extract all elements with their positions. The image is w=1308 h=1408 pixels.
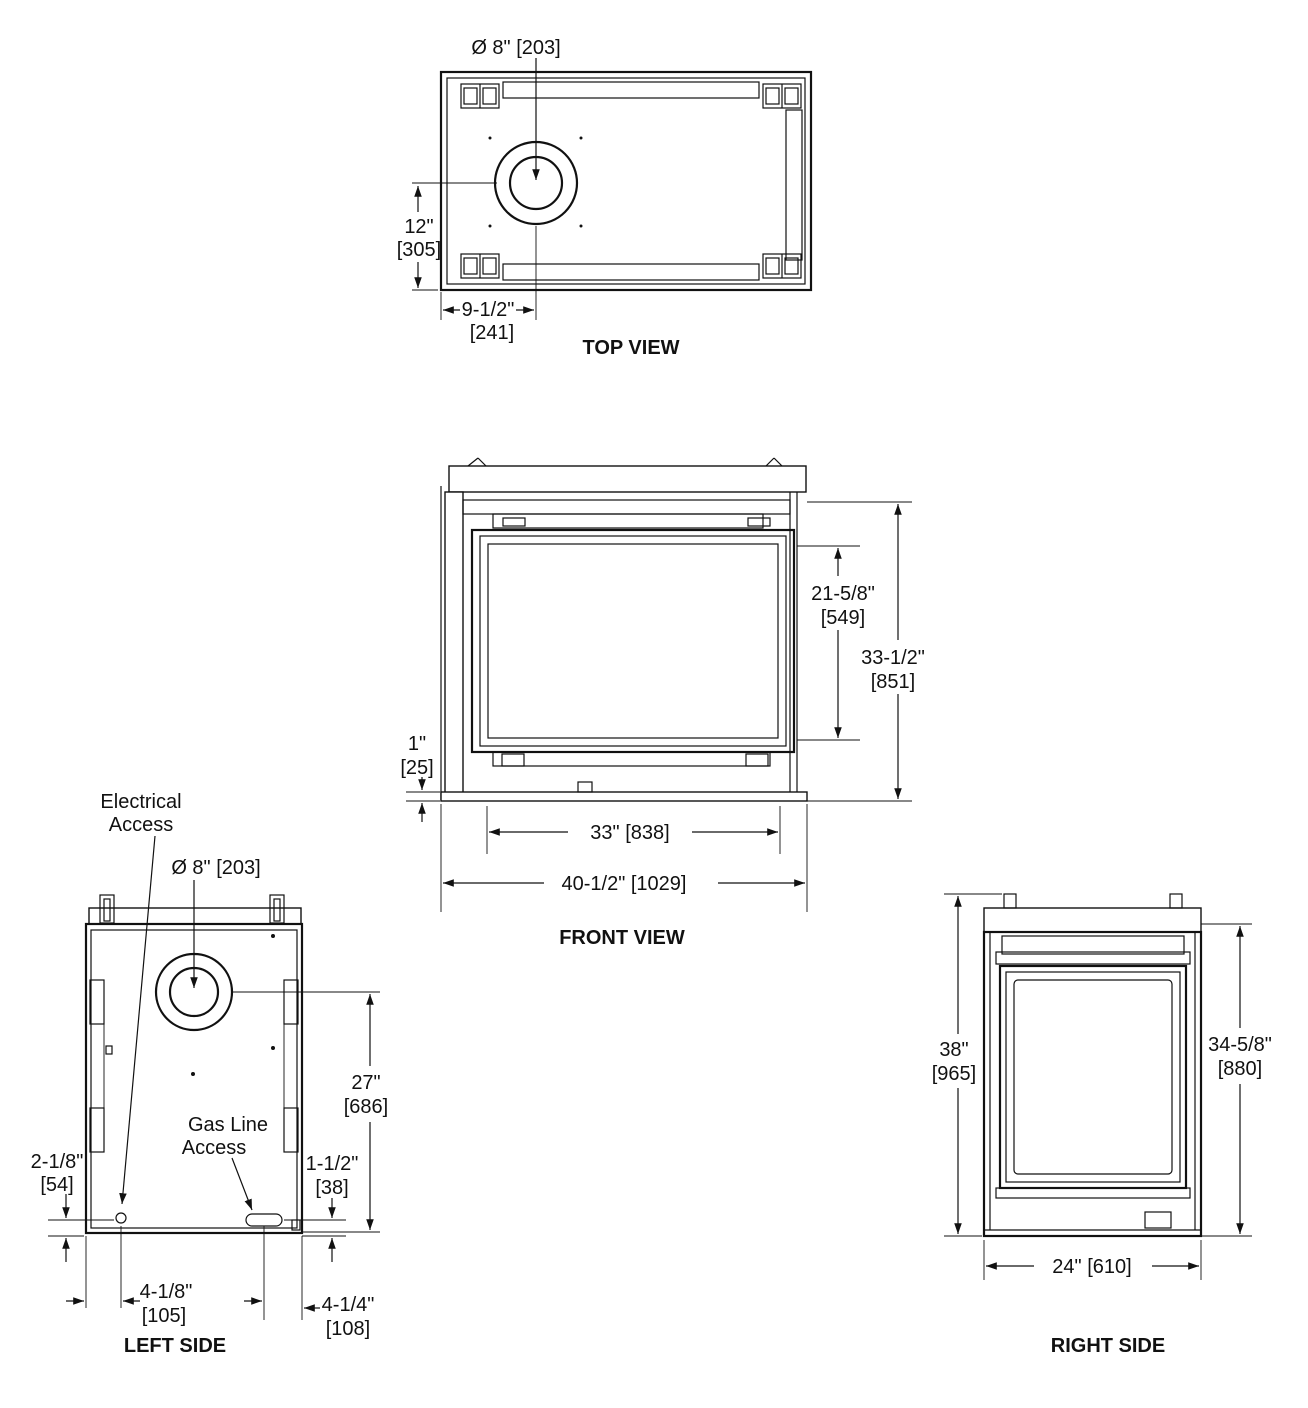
front-view-overall-height-in: 33-1/2" (861, 647, 925, 669)
top-view-inner-frame (446, 77, 806, 285)
right-side-title: RIGHT SIDE (1051, 1335, 1165, 1357)
left-side-gas-height-mm: [38] (315, 1177, 348, 1199)
front-view-base-mm: [25] (400, 757, 433, 779)
top-view-rail-top (502, 81, 760, 99)
left-side-electrical-label-2: Access (109, 814, 173, 836)
right-side-width: 24" [610] (1052, 1256, 1131, 1278)
top-view-screw-dots (488, 136, 583, 228)
front-view-glass (487, 543, 779, 739)
top-view-flue-diameter: Ø 8" [203] (471, 37, 560, 59)
left-side-title: LEFT SIDE (124, 1335, 226, 1357)
front-view-glass-frame (470, 528, 796, 754)
top-view-brackets (460, 83, 802, 279)
left-side-top-cap (88, 907, 302, 925)
front-view: 21-5/8" [549] 33-1/2" [851] 1" [25] 33" … (400, 457, 925, 949)
front-view-opening-height-in: 21-5/8" (811, 583, 875, 605)
left-side-flue-height-in: 27" (351, 1072, 380, 1094)
left-side-electrical-label-1: Electrical (100, 791, 181, 813)
top-view-depth-mm: [305] (397, 239, 441, 261)
left-side-gas-height-in: 1-1/2" (306, 1153, 359, 1175)
front-view-header (462, 499, 791, 515)
right-side-opening-height-mm: [880] (1218, 1058, 1262, 1080)
top-view-depth-in: 12" (404, 216, 433, 238)
right-side-overall-height-in: 38" (939, 1039, 968, 1061)
left-side-elec-offset-mm: [105] (142, 1305, 186, 1327)
left-side-gas-access (245, 1213, 283, 1227)
right-side-opening-height-in: 34-5/8" (1208, 1034, 1272, 1056)
front-view-overall-height-mm: [851] (871, 671, 915, 693)
left-side-gas-label-2: Access (182, 1137, 246, 1159)
left-side-flue-diameter: Ø 8" [203] (171, 857, 260, 879)
left-side-view: Ø 8" [203] Electrical Access Gas Line Ac… (31, 791, 389, 1357)
front-view-overall-width: 40-1/2" [1029] (562, 873, 687, 895)
top-view-outline (439, 70, 813, 292)
right-side-overall-height-mm: [965] (932, 1063, 976, 1085)
front-view-left-post (444, 491, 464, 801)
left-side-flue-height-mm: [686] (344, 1096, 388, 1118)
left-side-elec-height-mm: [54] (40, 1174, 73, 1196)
top-view-title: TOP VIEW (582, 337, 679, 359)
left-side-gas-offset-in: 4-1/4" (322, 1294, 375, 1316)
right-side-view: 38" [965] 34-5/8" [880] 24" [610] RIGHT … (932, 893, 1272, 1357)
top-view-offset-in: 9-1/2" (462, 299, 515, 321)
front-view-title: FRONT VIEW (559, 927, 685, 949)
left-side-gas-offset-mm: [108] (326, 1318, 370, 1340)
top-view-rail-bottom (502, 263, 760, 281)
right-side-glass (1013, 979, 1173, 1175)
right-side-glass-frame (998, 964, 1188, 1190)
front-view-opening-height-mm: [549] (821, 607, 865, 629)
top-view: Ø 8" [203] 12" [305] 9-1/2" [241] TOP VI… (397, 37, 813, 359)
top-view-offset-mm: [241] (470, 322, 514, 344)
top-view-rail-side (785, 109, 803, 261)
right-side-top-cap (983, 907, 1202, 933)
right-side-body (982, 930, 1203, 1238)
left-side-elec-height-in: 2-1/8" (31, 1151, 84, 1173)
left-side-electrical-access (115, 1212, 127, 1224)
left-side-elec-offset-in: 4-1/8" (140, 1281, 193, 1303)
front-view-opening-width: 33" [838] (590, 822, 669, 844)
front-view-base (440, 791, 808, 802)
front-view-top-cap (448, 465, 807, 493)
left-side-gas-label-1: Gas Line (188, 1114, 268, 1136)
front-view-base-in: 1" (408, 733, 426, 755)
